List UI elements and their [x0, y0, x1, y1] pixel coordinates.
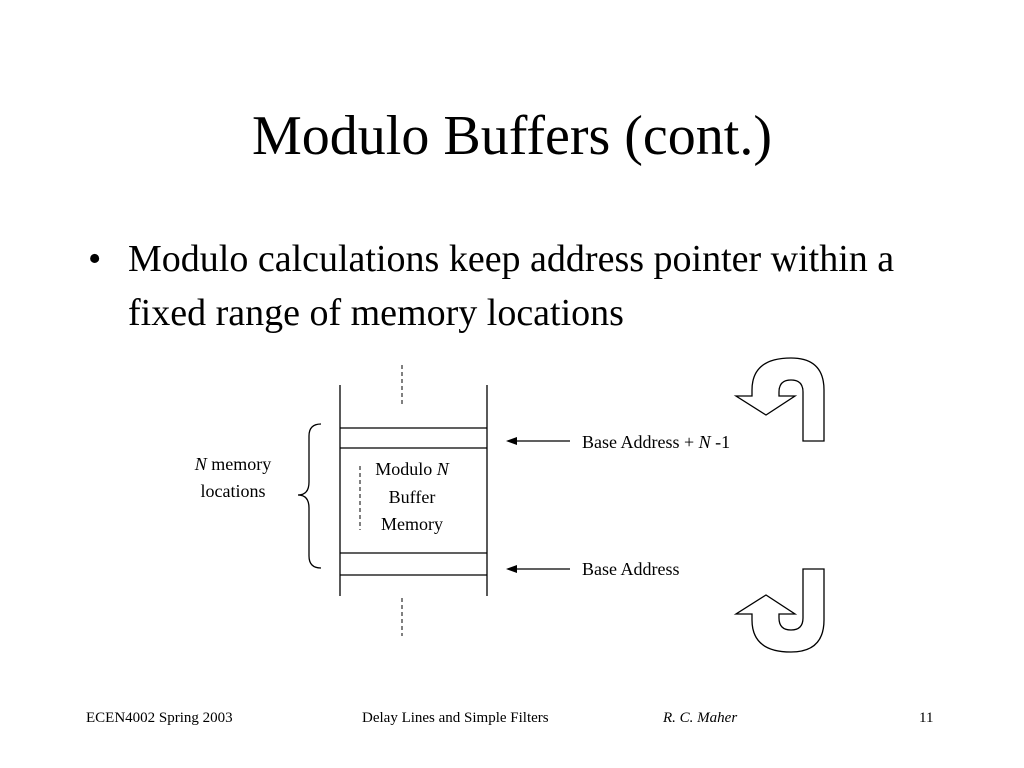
u-turn-up-arrow-icon [733, 357, 825, 442]
slide-title: Modulo Buffers (cont.) [252, 105, 772, 167]
footer-topic: Delay Lines and Simple Filters [362, 710, 549, 726]
brace-label: N memory [194, 454, 272, 474]
bottom-arrow-head [506, 565, 517, 573]
top-arrow-head [506, 437, 517, 445]
u-turn-down-arrow-icon [733, 568, 825, 653]
brace-label-line2: locations [201, 481, 266, 501]
footer-page-number: 11 [919, 710, 934, 726]
buffer-label-line2: Buffer [389, 487, 436, 507]
buffer-label: Modulo N [375, 459, 450, 479]
footer-course: ECEN4002 Spring 2003 [86, 710, 233, 726]
bottom-arrow-label: Base Address [582, 559, 680, 579]
curly-brace [297, 423, 322, 569]
bullet-text: Modulo calculations keep address pointer… [128, 238, 895, 334]
top-arrow-label: Base Address + N -1 [582, 432, 730, 452]
buffer-label-line3: Memory [381, 514, 443, 534]
footer-author: R. C. Maher [663, 710, 738, 726]
bullet-symbol: • [88, 238, 102, 280]
